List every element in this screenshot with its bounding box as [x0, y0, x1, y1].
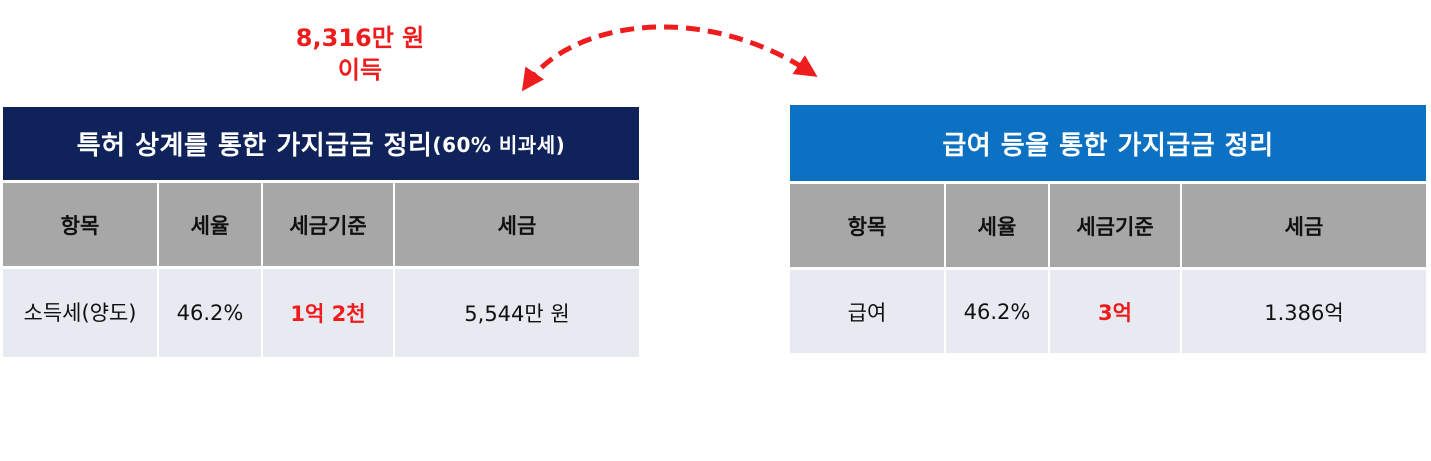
panel-title-main: 특허 상계를 통한 가지급금 정리 [76, 131, 433, 161]
gain-amount: 8,316만 원 [295, 24, 425, 52]
panel-title: 특허 상계를 통한 가지급금 정리(60% 비과세) [3, 107, 639, 180]
cell-tax: 1.386억 [1182, 270, 1426, 353]
col-header-tax: 세금 [395, 183, 639, 266]
cell-rate: 46.2% [159, 269, 263, 357]
col-header-tax: 세금 [1182, 184, 1426, 267]
gain-text: 이득 [337, 56, 383, 84]
gain-label: 8,316만 원 이득 [250, 22, 470, 86]
cell-base: 3억 [1050, 270, 1182, 353]
tax-table: 항목 세율 세금기준 세금 급여 46.2% 3억 1.386억 [790, 184, 1426, 353]
cell-item-line1: 소득세 [23, 301, 82, 325]
cell-item: 급여 [790, 270, 946, 353]
panel-title-sub: (60% 비과세) [432, 133, 566, 157]
col-header-rate: 세율 [159, 183, 263, 266]
panel-title: 급여 등을 통한 가지급금 정리 [790, 105, 1426, 181]
tax-table: 항목 세율 세금기준 세금 소득세 (양도) 46.2% 1억 2천 5,544… [3, 183, 639, 357]
cell-tax: 5,544만 원 [395, 269, 639, 357]
cell-base: 1억 2천 [263, 269, 395, 357]
col-header-base: 세금기준 [263, 183, 395, 266]
patent-offset-panel: 특허 상계를 통한 가지급금 정리(60% 비과세) 항목 세율 세금기준 세금… [3, 107, 639, 357]
col-header-rate: 세율 [946, 184, 1050, 267]
col-header-base: 세금기준 [1050, 184, 1182, 267]
cell-item: 소득세 (양도) [3, 269, 159, 357]
panel-title-main: 급여 등을 통한 가지급금 정리 [942, 130, 1274, 161]
col-header-item: 항목 [790, 184, 946, 267]
salary-panel: 급여 등을 통한 가지급금 정리 항목 세율 세금기준 세금 급여 46.2% … [790, 105, 1426, 353]
cell-rate: 46.2% [946, 270, 1050, 353]
col-header-item: 항목 [3, 183, 159, 266]
cell-item-line2: (양도) [81, 301, 137, 325]
